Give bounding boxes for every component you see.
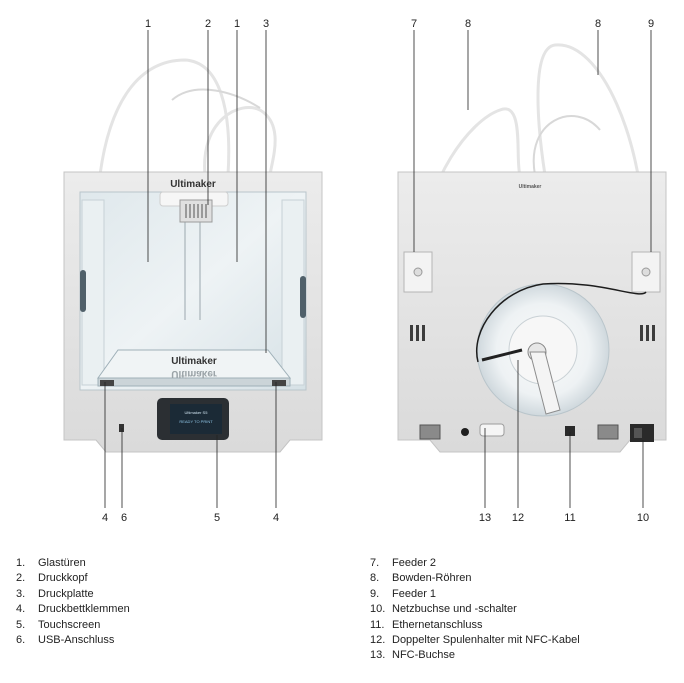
legend-number: 7. — [370, 557, 380, 569]
touchscreen-text-2: READY TO PRINT — [179, 419, 213, 424]
feeder-1-knob — [641, 267, 651, 277]
legend-item: 5. Touchscreen — [16, 618, 130, 633]
filament-line — [476, 282, 647, 363]
fan-right — [597, 424, 619, 440]
nfc-cable-clip — [479, 423, 505, 437]
legend-label: Glastüren — [38, 557, 86, 569]
legend-number: 10. — [370, 603, 386, 616]
legend-item: 13. NFC-Buchse — [370, 648, 580, 663]
touchscreen-text-1: Ultimaker S5 — [185, 410, 209, 415]
legend-item: 3. Druckplatte — [16, 587, 130, 602]
callout-4a: 4 — [102, 512, 108, 524]
legend-label: Bowden-Röhren — [392, 572, 472, 585]
legend-label: Druckkopf — [38, 572, 88, 585]
legend-label: Druckbettklemmen — [38, 603, 130, 616]
bowden-tube-front — [98, 58, 231, 176]
front-view: Ultimaker Ultimaker Ultimaker Ultimaker … — [63, 58, 323, 453]
legend-item: 1. Glastüren — [16, 556, 130, 571]
legend-number: 2. — [16, 572, 26, 585]
feeder-2-knob — [413, 267, 423, 277]
right-handle — [300, 276, 306, 318]
legend-number: 9. — [370, 587, 380, 600]
legend-number: 6. — [16, 634, 26, 647]
legend-number: 3. — [16, 587, 26, 600]
bed-clamp-right — [272, 380, 286, 386]
callout-5: 5 — [214, 512, 220, 524]
legend-item: 9. Feeder 1 — [370, 587, 580, 602]
printer-diagram: Ultimaker Ultimaker Ultimaker Ultimaker … — [63, 18, 667, 524]
legend-item: 4. Druckbettklemmen — [16, 602, 130, 617]
legend-number: 4. — [16, 603, 26, 616]
legend-number: 12. — [370, 634, 386, 647]
legend-label: USB-Anschluss — [38, 634, 115, 647]
callout-3: 3 — [263, 18, 269, 30]
callout-4b: 4 — [273, 512, 279, 524]
callout-1a: 1 — [145, 18, 151, 30]
power-switch — [634, 428, 642, 438]
callout-12: 12 — [512, 512, 524, 524]
legend-label: Feeder 2 — [392, 557, 437, 569]
callout-numbers: 1 2 1 3 4 6 5 4 7 8 8 9 13 12 11 10 — [102, 18, 654, 524]
usb-port — [119, 424, 124, 432]
legend-label: NFC-Buchse — [392, 649, 455, 662]
legend-label: Netzbuchse und -schalter — [392, 603, 517, 616]
bowden-tube-front — [171, 88, 261, 109]
legend-number: 11. — [370, 618, 385, 631]
brand-logo-back: Ultimaker — [519, 184, 542, 190]
spool-holder-arm — [529, 351, 561, 415]
build-plate-front — [97, 377, 291, 387]
legend-label: Feeder 1 — [392, 587, 437, 600]
callout-10: 10 — [637, 512, 649, 524]
legend-number: 8. — [370, 572, 380, 585]
touchscreen-display — [170, 404, 222, 434]
callout-1b: 1 — [234, 18, 240, 30]
brand-logo-plate: Ultimaker — [171, 356, 217, 367]
legend-item: 12. Doppelter Spulenhalter mit NFC-Kabel — [370, 633, 580, 648]
legend-back: 7. Feeder 2 8. Bowden-Röhren 9. Feeder 1 10… — [370, 556, 580, 664]
brand-logo-plate-mirror: Ultimaker — [171, 368, 217, 379]
legend-number: 13. — [370, 649, 386, 662]
vent-left — [410, 325, 425, 341]
callout-8a: 8 — [465, 18, 471, 30]
print-head-vents — [185, 204, 207, 218]
legend-front: 1. Glastüren 2. Druckkopf 3. Druckplatte 4.… — [16, 556, 130, 648]
callout-11: 11 — [564, 512, 575, 524]
bowden-tube-back — [536, 43, 647, 251]
ethernet-port — [565, 426, 575, 436]
callout-9: 9 — [648, 18, 654, 30]
brand-logo-top: Ultimaker — [170, 179, 216, 190]
nfc-port — [461, 428, 469, 436]
spool-holder-handle — [481, 348, 523, 362]
legend-item: 6. USB-Anschluss — [16, 633, 130, 648]
legend-number: 5. — [16, 618, 26, 631]
left-handle — [80, 270, 86, 312]
fan-left — [419, 424, 441, 440]
legend-item: 11. Ethernetanschluss — [370, 618, 580, 633]
bed-clamp-left — [100, 380, 114, 386]
callout-6: 6 — [121, 512, 127, 524]
bowden-tube-back — [532, 115, 601, 176]
legend-item: 2. Druckkopf — [16, 571, 130, 586]
vent-right — [640, 325, 655, 341]
callout-2: 2 — [205, 18, 211, 30]
callout-13: 13 — [479, 512, 491, 524]
legend-number: 1. — [16, 557, 26, 569]
callout-8b: 8 — [595, 18, 601, 30]
back-view: Ultimaker — [397, 43, 667, 453]
legend-item: 8. Bowden-Röhren — [370, 571, 580, 586]
callout-7: 7 — [411, 18, 417, 30]
legend-label: Doppelter Spulenhalter mit NFC-Kabel — [392, 634, 580, 647]
legend-item: 10. Netzbuchse und -schalter — [370, 602, 580, 617]
print-head — [179, 199, 213, 223]
legend-item: 7. Feeder 2 — [370, 556, 580, 571]
legend-label: Druckplatte — [38, 587, 94, 600]
legend-label: Touchscreen — [38, 618, 101, 631]
bowden-tube-front — [203, 106, 277, 176]
legend-label: Ethernetanschluss — [392, 618, 483, 631]
leader-lines — [104, 30, 652, 508]
